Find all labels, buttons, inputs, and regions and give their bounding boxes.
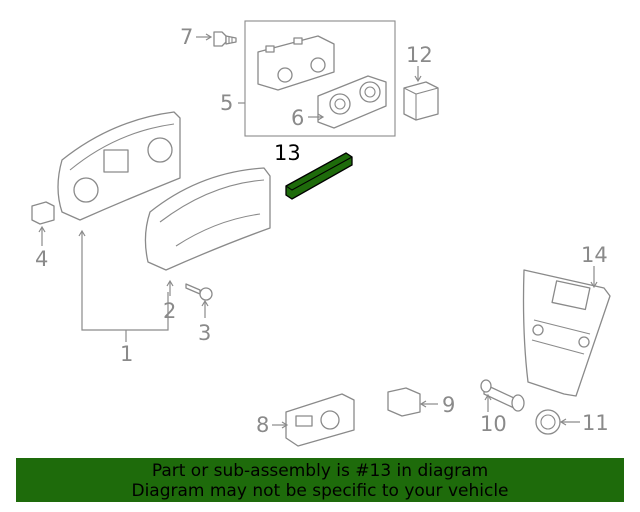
arrow-2 (166, 279, 174, 287)
part-5-group-box (244, 20, 396, 137)
callout-8: 8 (256, 413, 269, 437)
leader-1 (81, 232, 169, 331)
part-9-switch (387, 387, 421, 417)
arrow-14 (590, 281, 598, 289)
banner-line-1: Part or sub-assembly is #13 in diagram (151, 461, 489, 481)
part-4-clip (31, 201, 55, 225)
part-7-screw (213, 31, 237, 47)
arrow-1 (78, 229, 86, 237)
part-1-instrument-cluster (57, 111, 181, 221)
callout-2: 2 (163, 299, 176, 323)
arrow-10 (484, 393, 492, 401)
callout-7: 7 (180, 25, 193, 49)
arrow-7 (205, 33, 213, 41)
callout-12: 12 (406, 43, 433, 67)
info-banner: Part or sub-assembly is #13 in diagram D… (16, 458, 624, 502)
part-8-headlamp-switch (285, 393, 355, 447)
banner-line-2: Diagram may not be specific to your vehi… (131, 481, 509, 501)
part-3-screw (185, 283, 213, 301)
arrow-8 (281, 421, 289, 429)
callout-5: 5 (220, 91, 233, 115)
part-12-switch (403, 81, 439, 121)
part-2-cluster-housing (144, 167, 271, 271)
callout-6: 6 (291, 106, 304, 130)
arrow-4 (38, 225, 46, 233)
part-11-knob (535, 409, 561, 435)
callout-10: 10 (480, 412, 507, 436)
arrow-12 (414, 75, 422, 83)
callout-9: 9 (442, 393, 455, 417)
part-14-center-stack-bezel (522, 269, 611, 397)
callout-11: 11 (582, 411, 609, 435)
callout-14: 14 (581, 243, 608, 267)
arrow-3 (201, 299, 209, 307)
callout-4: 4 (35, 247, 48, 271)
arrow-6 (317, 113, 325, 121)
part-6-climate-control-knobs (317, 75, 387, 129)
callout-13: 13 (274, 141, 301, 165)
part-10-socket (480, 379, 525, 412)
part-13-highlighted-module (285, 152, 353, 200)
part-5-climate-control-panel (257, 35, 335, 91)
arrow-9 (419, 400, 427, 408)
callout-1: 1 (120, 342, 133, 366)
callout-3: 3 (198, 321, 211, 345)
arrow-11 (559, 418, 567, 426)
